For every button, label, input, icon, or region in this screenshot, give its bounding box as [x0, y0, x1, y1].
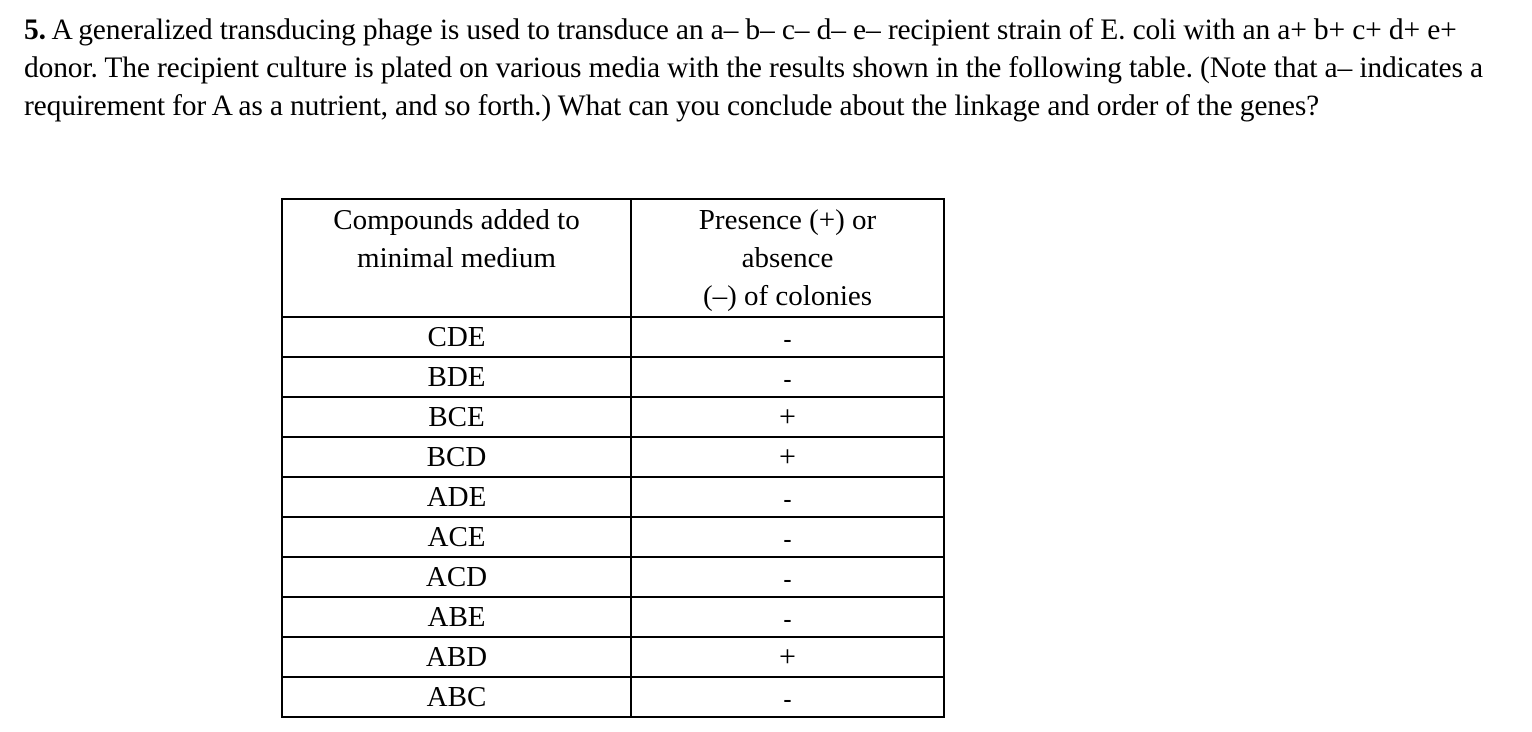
cell-result: -	[630, 356, 945, 398]
header-result: Presence (+) or absence (–) of colonies	[630, 198, 945, 318]
question-number: 5.	[24, 14, 46, 46]
cell-compounds: ACD	[281, 556, 632, 598]
table-row: ACD -	[281, 556, 945, 598]
cell-compounds: ADE	[281, 476, 632, 518]
result-symbol: -	[783, 484, 792, 514]
header-compounds-line-2: minimal medium	[357, 242, 556, 274]
result-symbol: +	[779, 440, 796, 473]
cell-compounds: ACE	[281, 516, 632, 558]
result-symbol: +	[779, 640, 796, 673]
header-compounds-line-1: Compounds added to	[333, 204, 580, 236]
result-symbol: +	[779, 400, 796, 433]
header-compounds: Compounds added to minimal medium	[281, 198, 632, 318]
table-row: BCD +	[281, 436, 945, 478]
table-row: BCE +	[281, 396, 945, 438]
result-symbol: -	[783, 684, 792, 714]
cell-result: -	[630, 596, 945, 638]
cell-compounds: ABE	[281, 596, 632, 638]
table-header-row: Compounds added to minimal medium Presen…	[281, 198, 945, 318]
cell-compounds: BDE	[281, 356, 632, 398]
cell-result: -	[630, 476, 945, 518]
table-row: CDE -	[281, 316, 945, 358]
cell-compounds: BCE	[281, 396, 632, 438]
table-row: ABC -	[281, 676, 945, 718]
cell-result: -	[630, 516, 945, 558]
cell-compounds: ABC	[281, 676, 632, 718]
table-row: ABD +	[281, 636, 945, 678]
result-symbol: -	[783, 604, 792, 634]
cell-compounds: BCD	[281, 436, 632, 478]
header-result-line-2: absence	[741, 242, 834, 274]
result-symbol: -	[783, 324, 792, 354]
cell-result: +	[630, 436, 945, 478]
cell-result: +	[630, 396, 945, 438]
table-row: BDE -	[281, 356, 945, 398]
question-body: A generalized transducing phage is used …	[24, 14, 1483, 122]
header-result-line-3: (–) of colonies	[702, 280, 873, 312]
cell-result: -	[630, 676, 945, 718]
cell-result: -	[630, 556, 945, 598]
results-table: Compounds added to minimal medium Presen…	[281, 198, 945, 718]
cell-result: -	[630, 316, 945, 358]
cell-result: +	[630, 636, 945, 678]
header-result-line-1: Presence (+) or	[698, 204, 877, 236]
table-row: ADE -	[281, 476, 945, 518]
result-symbol: -	[783, 364, 792, 394]
table-row: ACE -	[281, 516, 945, 558]
cell-compounds: CDE	[281, 316, 632, 358]
table-row: ABE -	[281, 596, 945, 638]
result-symbol: -	[783, 524, 792, 554]
question-text: 5. A generalized transducing phage is us…	[24, 11, 1514, 125]
result-symbol: -	[783, 564, 792, 594]
cell-compounds: ABD	[281, 636, 632, 678]
